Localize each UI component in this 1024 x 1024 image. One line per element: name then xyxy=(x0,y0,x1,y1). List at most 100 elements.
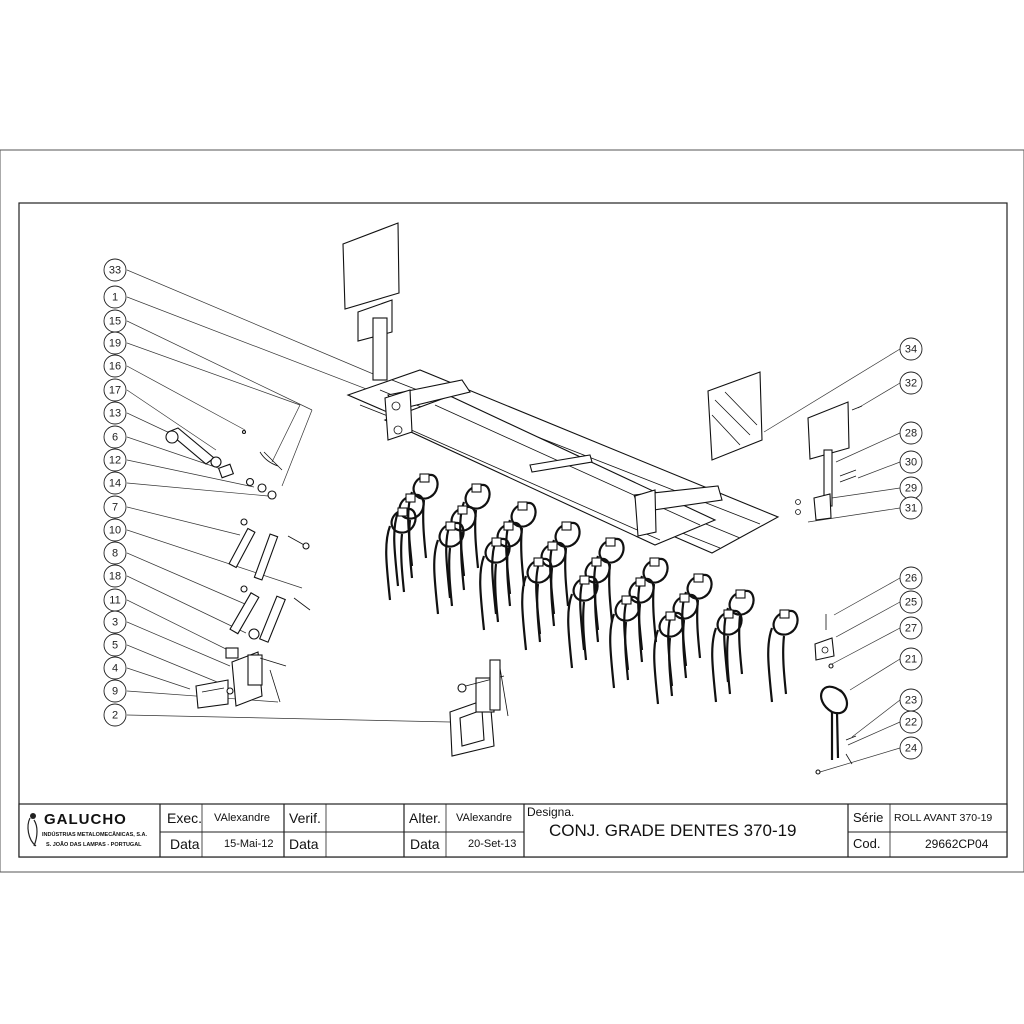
part-number: 7 xyxy=(112,502,118,514)
part-number: 1 xyxy=(112,292,118,304)
tine-clamp xyxy=(591,557,602,567)
designa-label: Designa. xyxy=(527,805,575,819)
spring-tine xyxy=(433,522,465,615)
alter-label: Alter. xyxy=(409,810,441,826)
data-exec-value: 15-Mai-12 xyxy=(224,838,274,850)
part-balloon-4: 4 xyxy=(103,656,127,680)
part-balloon-9: 9 xyxy=(103,679,127,703)
tine-clamp xyxy=(457,505,468,515)
tine-clamp xyxy=(419,473,430,483)
tine-clamp xyxy=(635,577,646,587)
part-number: 11 xyxy=(109,595,120,607)
part-number: 31 xyxy=(905,503,917,515)
tine-clamp xyxy=(735,589,746,599)
tine-clamp xyxy=(491,537,502,547)
cod-label: Cod. xyxy=(853,836,881,851)
designa-value: CONJ. GRADE DENTES 370-19 xyxy=(549,821,797,840)
spring-tine xyxy=(385,508,417,601)
part-number: 21 xyxy=(905,654,917,666)
title-block xyxy=(18,803,1008,858)
sign-plate-right xyxy=(707,371,863,521)
company-name: GALUCHO xyxy=(44,811,127,828)
part-number: 13 xyxy=(109,408,121,420)
tine-clamp xyxy=(605,537,616,547)
part-number: 23 xyxy=(905,695,917,707)
part-balloon-16: 16 xyxy=(103,354,127,378)
exec-value: VAlexandre xyxy=(214,812,271,824)
part-number: 10 xyxy=(109,525,121,537)
part-number: 16 xyxy=(109,361,121,373)
tine-clamp xyxy=(405,493,416,503)
company-subtitle: INDÚSTRIAS METALOMECÂNICAS, S.A. xyxy=(42,832,148,838)
spring-tine xyxy=(567,576,599,669)
part-balloon-2: 2 xyxy=(103,703,127,727)
part-number: 18 xyxy=(109,571,121,583)
tine-clamp xyxy=(533,557,544,567)
data-label-verif: Data xyxy=(289,836,319,852)
part-balloon-5: 5 xyxy=(103,633,127,657)
part-balloon-32: 32 xyxy=(899,371,923,395)
tine-clamp xyxy=(397,507,408,517)
part-number: 24 xyxy=(905,743,917,755)
part-number: 4 xyxy=(112,663,118,675)
spring-tine xyxy=(521,558,553,651)
cod-value: 29662CP04 xyxy=(925,837,989,851)
part-balloon-28: 28 xyxy=(899,421,923,445)
part-number: 29 xyxy=(905,483,917,495)
part-balloon-27: 27 xyxy=(899,616,923,640)
part-balloon-26: 26 xyxy=(899,566,923,590)
hardware-right xyxy=(814,614,857,775)
part-number: 27 xyxy=(905,623,917,635)
part-number: 14 xyxy=(109,478,121,490)
part-balloon-18: 18 xyxy=(103,564,127,588)
tine-clamp xyxy=(503,521,514,531)
data-alter-value: 20-Set-13 xyxy=(468,838,517,850)
tine-clamp xyxy=(665,611,676,621)
part-balloon-10: 10 xyxy=(103,518,127,542)
part-number: 15 xyxy=(109,316,121,328)
exec-label: Exec. xyxy=(167,810,203,826)
part-balloon-25: 25 xyxy=(899,590,923,614)
part-balloon-23: 23 xyxy=(899,688,923,712)
part-balloon-29: 29 xyxy=(899,476,923,500)
part-balloon-12: 12 xyxy=(103,448,127,472)
part-number: 25 xyxy=(905,597,917,609)
part-number: 28 xyxy=(905,428,917,440)
spring-tine xyxy=(393,494,425,587)
spring-tine xyxy=(609,596,641,689)
part-balloon-6: 6 xyxy=(103,425,127,449)
part-number: 26 xyxy=(905,573,917,585)
tine-clamp xyxy=(679,593,690,603)
tine-clamp xyxy=(517,501,528,511)
spring-tine xyxy=(767,610,799,703)
part-number: 2 xyxy=(112,710,118,722)
tine-clamp xyxy=(561,521,572,531)
serie-label: Série xyxy=(853,810,884,825)
tine-clamp xyxy=(693,573,704,583)
part-balloon-19: 19 xyxy=(103,331,127,355)
part-balloon-17: 17 xyxy=(103,378,127,402)
part-number: 32 xyxy=(905,378,917,390)
part-balloon-15: 15 xyxy=(103,309,127,333)
balloons-left: 33 1 15 19 16 17 13 6 12 14 7 10 8 18 11 3 5 4 9 2 xyxy=(103,258,127,727)
part-balloon-8: 8 xyxy=(103,541,127,565)
tine-clamp xyxy=(471,483,482,493)
tine-clamp xyxy=(621,595,632,605)
part-balloon-11: 11 xyxy=(103,588,127,612)
tine-clamp xyxy=(445,521,456,531)
part-balloon-1: 1 xyxy=(103,285,127,309)
tine-clamp xyxy=(547,541,558,551)
spring-tine xyxy=(653,612,685,705)
company-location: S. JOÃO DAS LAMPAS - PORTUGAL xyxy=(46,842,142,848)
part-number: 17 xyxy=(109,385,121,397)
part-balloon-33: 33 xyxy=(103,258,127,282)
part-number: 3 xyxy=(112,617,118,629)
part-number: 6 xyxy=(112,432,118,444)
spring-tine xyxy=(711,610,743,703)
part-number: 34 xyxy=(905,344,917,356)
verif-label: Verif. xyxy=(289,810,321,826)
hardware-left xyxy=(165,427,311,709)
data-label-exec: Data xyxy=(170,836,200,852)
tine-clamp xyxy=(649,557,660,567)
